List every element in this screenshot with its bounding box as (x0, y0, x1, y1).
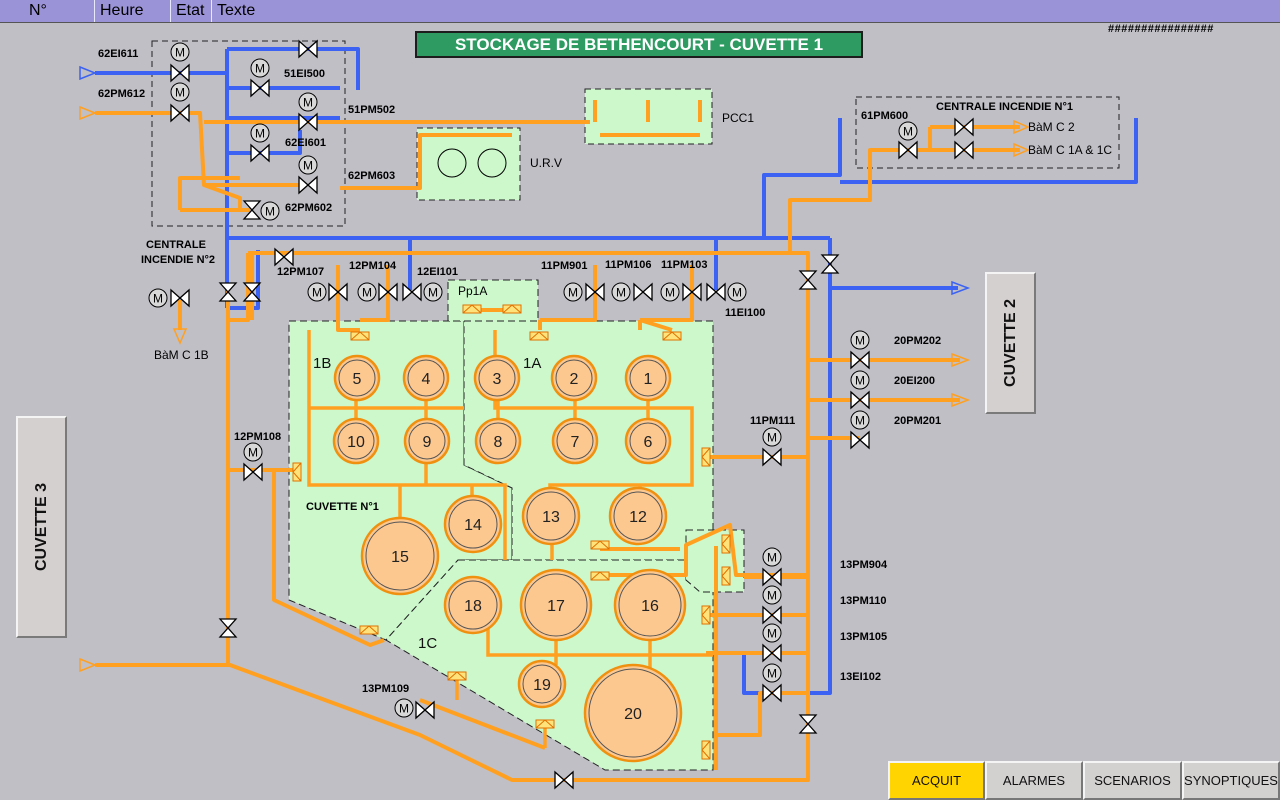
label-20EI200: 20EI200 (894, 375, 935, 387)
tank-8: 8 (474, 417, 522, 465)
label-bamc1b: BàM C 1B (154, 348, 209, 362)
svg-text:12: 12 (629, 509, 647, 526)
acquit-button[interactable]: ACQUIT (888, 761, 985, 800)
label-13PM109: 13PM109 (362, 683, 409, 695)
event-log-header: N° Heure Etat Texte (0, 0, 1280, 23)
label-62PM602: 62PM602 (285, 202, 332, 214)
column-number[interactable]: N° (24, 0, 95, 22)
label-bamc1a1c: BàM C 1A & 1C (1028, 143, 1112, 157)
label-centrale1: CENTRALE INCENDIE N°1 (936, 101, 1073, 113)
tank-4: 4 (402, 354, 450, 402)
label-51PM502: 51PM502 (348, 104, 395, 116)
label-11PM901: 11PM901 (541, 260, 587, 272)
tank-17: 17 (519, 568, 593, 642)
svg-text:3: 3 (493, 371, 502, 388)
synoptiques-button[interactable]: SYNOPTIQUES (1182, 761, 1280, 800)
tank-16: 16 (613, 568, 687, 642)
label-12PM108: 12PM108 (234, 431, 281, 443)
svg-text:18: 18 (464, 598, 482, 615)
svg-text:19: 19 (533, 677, 551, 694)
svg-text:2: 2 (570, 371, 579, 388)
tank-6: 6 (624, 417, 672, 465)
label-62PM612: 62PM612 (98, 88, 145, 100)
label-20PM201: 20PM201 (894, 415, 941, 427)
label-62EI601: 62EI601 (285, 137, 326, 149)
label-11PM103: 11PM103 (661, 259, 707, 271)
label-62EI611: 62EI611 (98, 48, 138, 60)
status-hash: ################ (1108, 23, 1214, 35)
label-13EI102: 13EI102 (840, 671, 881, 683)
svg-text:16: 16 (641, 598, 659, 615)
label-zone-1b: 1B (313, 355, 331, 372)
label-centrale2-line2: INCENDIE N°2 (141, 254, 215, 266)
label-pp1a: Pp1A (458, 284, 487, 298)
label-pcc1: PCC1 (722, 111, 754, 125)
svg-text:6: 6 (644, 434, 653, 451)
scenarios-button[interactable]: SCENARIOS (1083, 761, 1182, 800)
tank-13: 13 (521, 486, 581, 546)
label-zone-1a: 1A (523, 355, 541, 372)
label-11EI100: 11EI100 (725, 307, 765, 319)
svg-text:14: 14 (464, 517, 482, 534)
svg-text:1: 1 (644, 371, 653, 388)
tank-9: 9 (403, 417, 451, 465)
svg-text:8: 8 (494, 434, 503, 451)
tank-5: 5 (333, 354, 381, 402)
label-11PM106: 11PM106 (605, 259, 651, 271)
tank-2: 2 (550, 354, 598, 402)
label-bamc2: BàM C 2 (1028, 120, 1075, 134)
label-13PM904: 13PM904 (840, 559, 888, 571)
label-20PM202: 20PM202 (894, 335, 941, 347)
cuvette-2-button[interactable]: CUVETTE 2 (985, 272, 1036, 414)
svg-text:13: 13 (542, 509, 560, 526)
label-61PM600: 61PM600 (861, 110, 908, 122)
tank-12: 12 (608, 486, 668, 546)
tank-15: 15 (360, 516, 440, 596)
label-13PM110: 13PM110 (840, 595, 886, 607)
tank-7: 7 (551, 417, 599, 465)
tank-18: 18 (443, 575, 503, 635)
label-51EI500: 51EI500 (284, 68, 325, 80)
tank-14: 14 (443, 494, 503, 554)
label-centrale2: CENTRALE (146, 239, 206, 251)
tank-19: 19 (517, 659, 567, 709)
tank-1: 1 (624, 354, 672, 402)
cuvette-3-button[interactable]: CUVETTE 3 (16, 416, 67, 638)
label-urv: U.R.V (530, 156, 562, 170)
label-11PM111: 11PM111 (750, 415, 795, 427)
label-62PM603: 62PM603 (348, 170, 395, 182)
label-13PM105: 13PM105 (840, 631, 887, 643)
svg-text:15: 15 (391, 549, 409, 566)
label-12PM104: 12PM104 (349, 260, 397, 272)
tank-20: 20 (583, 663, 683, 763)
svg-text:17: 17 (547, 598, 565, 615)
tank-3: 3 (473, 354, 521, 402)
column-state[interactable]: Etat (171, 0, 212, 22)
page-title: STOCKAGE DE BETHENCOURT - CUVETTE 1 (415, 31, 863, 58)
svg-text:5: 5 (353, 371, 362, 388)
tank-10: 10 (332, 417, 380, 465)
column-time[interactable]: Heure (95, 0, 171, 22)
svg-text:20: 20 (624, 706, 642, 723)
label-zone-1c: 1C (418, 635, 437, 652)
label-cuvette-n1: CUVETTE N°1 (306, 501, 379, 513)
svg-text:4: 4 (422, 371, 431, 388)
column-text[interactable]: Texte (217, 2, 256, 19)
svg-text:10: 10 (347, 434, 365, 451)
alarmes-button[interactable]: ALARMES (985, 761, 1083, 800)
label-12PM107: 12PM107 (277, 266, 324, 278)
label-12EI101: 12EI101 (417, 266, 458, 278)
svg-text:7: 7 (571, 434, 580, 451)
svg-text:9: 9 (423, 434, 432, 451)
